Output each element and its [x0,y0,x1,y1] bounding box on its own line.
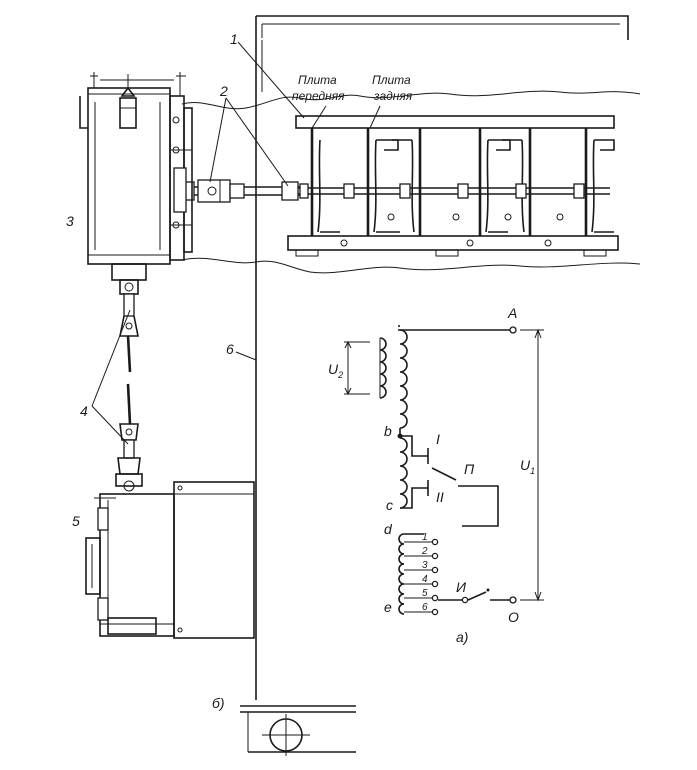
vertical-shaft [115,293,143,492]
contactor-plates [310,128,615,236]
label-tap-b: b [384,423,392,439]
label-part-6: 6 [226,341,234,357]
label-tap-c: c [386,497,393,513]
label-part-3: 3 [66,213,74,229]
break-line-bottom [181,257,641,274]
break-line-top [181,90,641,110]
drive-mechanism-housing [79,72,193,295]
winding-tap-4: 4 [422,574,428,585]
leader-lines [91,41,381,445]
label-selector-P: П [464,461,475,477]
label-contact-II: II [436,489,444,505]
winding-tap-5: 5 [422,588,428,599]
contactor-shaft [296,183,610,199]
label-terminal-O: O [508,609,519,625]
winding-tap-2: 2 [421,546,428,557]
winding-tap-3: 3 [422,560,428,571]
winding-tap-1: 1 [422,532,428,543]
label-front-plate-line1: Плита [298,73,337,87]
label-rear-plate-line1: Плита [372,73,411,87]
view-b-labels: Плита передняя Плита задняя 1 2 3 4 5 6 … [66,31,413,711]
winding-tap-6: 6 [422,602,428,613]
label-view-a: а) [456,629,468,645]
label-part-1: 1 [230,31,238,47]
label-u1: U1 [520,457,535,476]
bottom-beam [240,705,356,756]
label-rear-plate-line2: задняя [373,89,413,103]
winding-taps: 1 2 3 4 5 6 [404,532,439,616]
contactor-frame [287,115,619,257]
tank-wall [255,15,629,700]
label-part-4: 4 [80,403,88,419]
label-front-plate-line2: передняя [292,89,345,103]
motor [85,481,255,639]
label-part-5: 5 [72,513,80,529]
label-terminal-A: A [507,305,517,321]
label-contact-I: I [436,431,440,447]
terminal-O [509,596,517,604]
terminal-A [509,326,517,334]
label-part-2: 2 [219,83,228,99]
label-tap-d: d [384,521,393,537]
label-view-b: б) [212,695,225,711]
schematic-a: U2 A b I II c П d e [328,305,544,645]
label-selector-I: И [456,579,467,595]
label-u2: U2 [328,361,343,380]
drive-shaft [180,179,300,203]
label-tap-e: e [384,599,392,615]
